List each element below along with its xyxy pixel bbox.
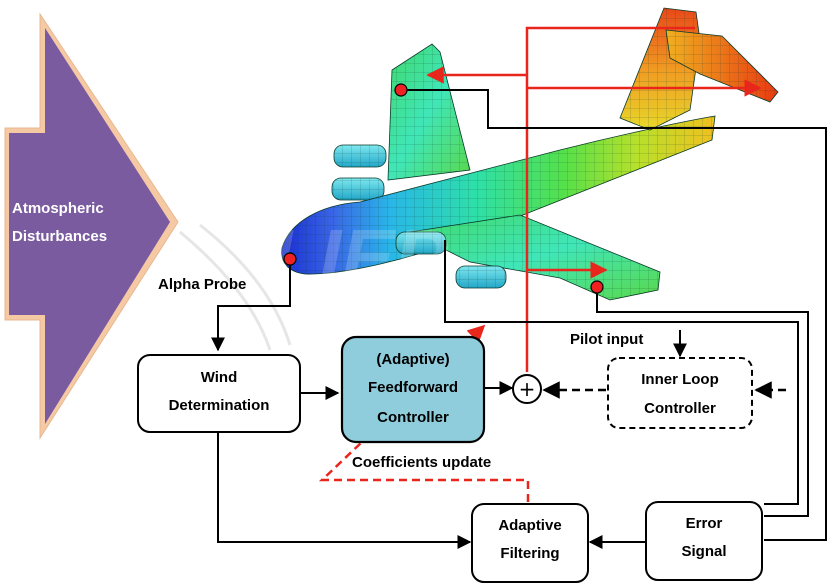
engine-upper [331, 144, 387, 201]
alpha-probe-sensor-dot [283, 252, 297, 266]
atmospheric-disturbances-arrow: Atmospheric Disturbances [4, 12, 179, 440]
feedforward-block-line3: Controller [377, 409, 449, 426]
wind-block-line1: Wind [201, 369, 238, 386]
error-block-line1: Error [686, 515, 723, 532]
feedforward-block-line1: (Adaptive) [376, 351, 449, 368]
disturbance-label-line2: Disturbances [12, 228, 107, 245]
error-signal-block: Error Signal [645, 501, 763, 581]
summing-junction-symbol: + [519, 377, 536, 401]
svg-text:LIEP: LIEP [270, 213, 448, 302]
aircraft-signal-lines [426, 26, 762, 372]
adaptive-filter-block-line1: Adaptive [498, 517, 561, 534]
coefficients-update-label: Coefficients update [352, 454, 491, 471]
wind-block-line2: Determination [169, 397, 270, 414]
aircraft-mesh-illustration: LIEP [270, 7, 779, 302]
wind-determination-block: Wind Determination [137, 354, 301, 433]
feedforward-block-line2: Feedforward [368, 379, 458, 396]
feedforward-controller-block: (Adaptive) Feedforward Controller [340, 335, 486, 444]
inner-loop-block-line2: Controller [644, 400, 716, 417]
sensor-wires [211, 89, 827, 549]
engine-lower [395, 231, 507, 289]
disturbance-wave-arcs [179, 223, 292, 351]
adaptive-filter-block-line2: Filtering [500, 545, 559, 562]
disturbance-label-line1: Atmospheric [12, 200, 104, 217]
error-block-line2: Signal [681, 543, 726, 560]
sensor-dots [283, 83, 604, 294]
inner-loop-block-line1: Inner Loop [641, 371, 719, 388]
inner-loop-controller-block: Inner Loop Controller [607, 357, 753, 429]
alpha-probe-label: Alpha Probe [158, 276, 246, 293]
pilot-input-label: Pilot input [570, 331, 643, 348]
upper-wing-sensor-dot [394, 83, 408, 97]
adaptive-filtering-block: Adaptive Filtering [471, 503, 589, 583]
summing-junction: + [512, 374, 542, 404]
lower-wing-sensor-dot [590, 280, 604, 294]
